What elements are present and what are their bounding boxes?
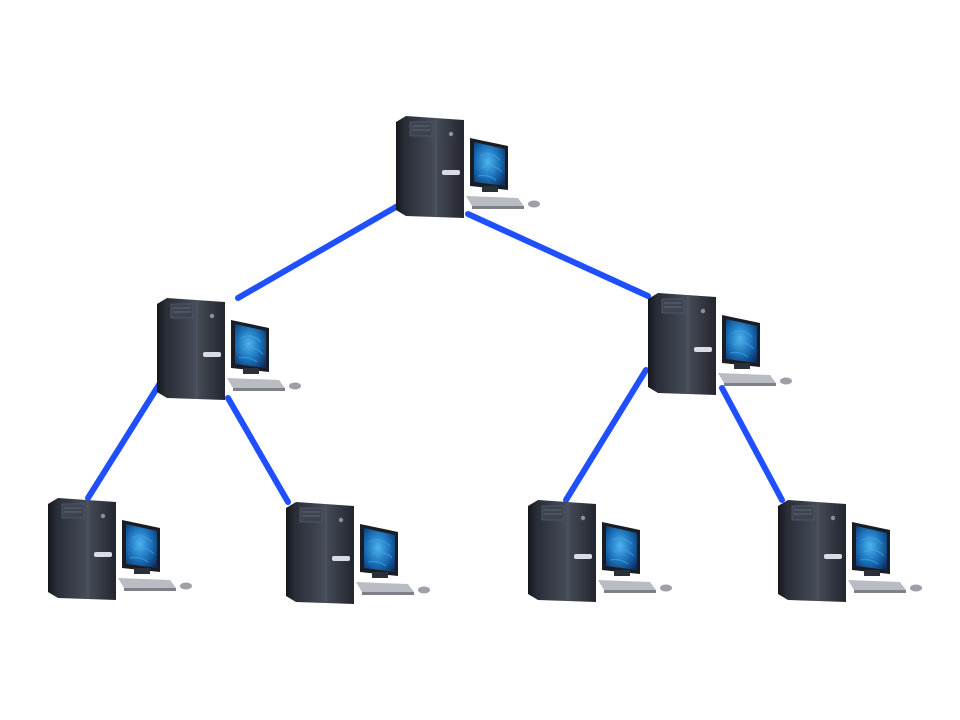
computer-node-right-right — [778, 500, 922, 602]
computer-workstation-icon — [286, 502, 430, 604]
network-link-left-to-left-right — [225, 395, 291, 505]
computer-workstation-icon — [778, 500, 922, 602]
computer-node-right — [648, 293, 792, 395]
network-link-left-to-left-left — [85, 377, 165, 501]
network-nodes — [48, 116, 922, 604]
computer-node-root — [396, 116, 540, 218]
network-link-root-to-left — [235, 197, 411, 301]
computer-workstation-icon — [528, 500, 672, 602]
network-link-root-to-right — [465, 211, 651, 299]
computer-workstation-icon — [648, 293, 792, 395]
network-links — [85, 197, 785, 505]
network-link-right-to-right-right — [719, 385, 785, 503]
computer-workstation-icon — [396, 116, 540, 218]
computer-node-right-left — [528, 500, 672, 602]
computer-node-left-left — [48, 498, 192, 600]
network-link-right-to-right-left — [563, 367, 649, 503]
computer-node-left-right — [286, 502, 430, 604]
computer-node-left — [157, 298, 301, 400]
computer-workstation-icon — [48, 498, 192, 600]
computer-workstation-icon — [157, 298, 301, 400]
